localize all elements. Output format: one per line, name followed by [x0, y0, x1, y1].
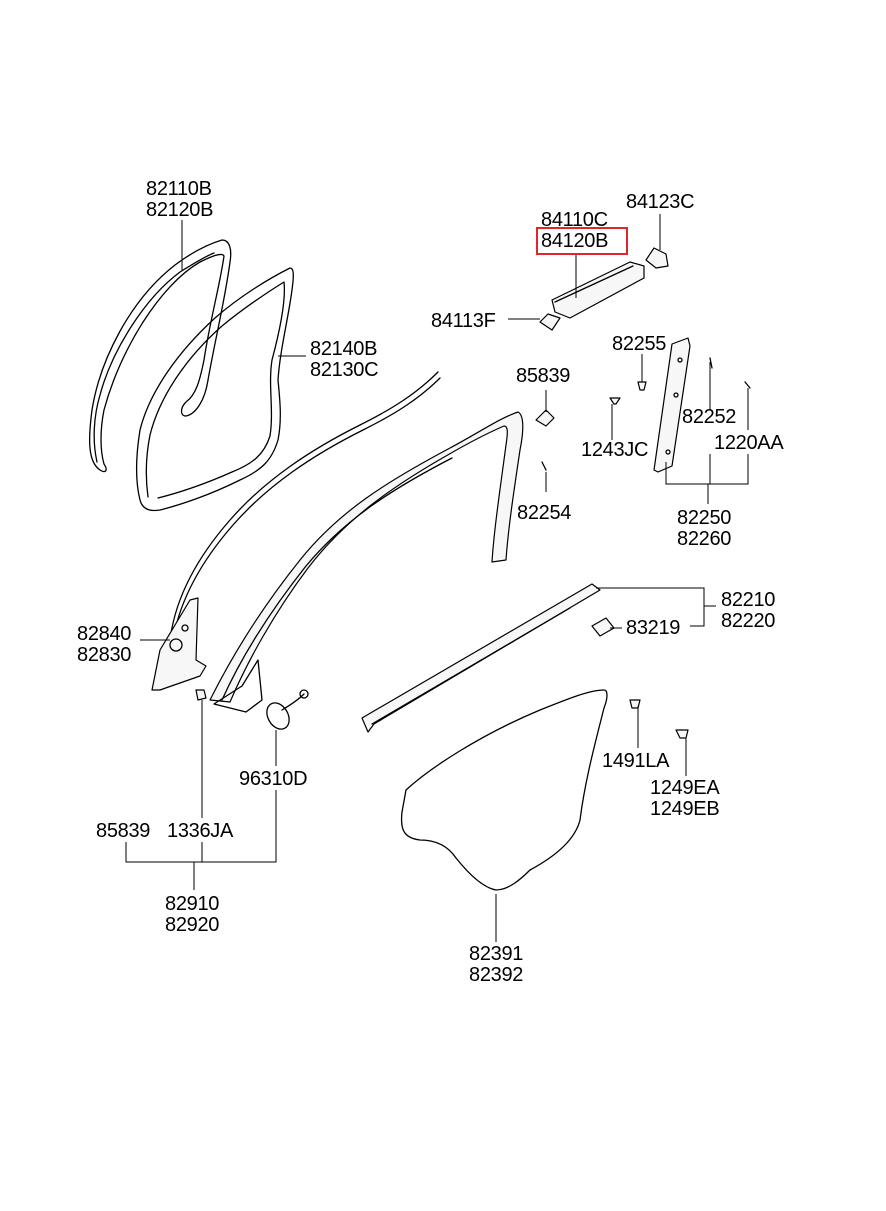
part-number: 82250 [677, 507, 732, 529]
part-number: 82252 [682, 406, 737, 428]
label-screw-b[interactable]: 1220AA [714, 432, 784, 454]
part-number: 1243JC [581, 439, 649, 461]
part-number: 82840 [77, 623, 132, 645]
part-number: 84123C [626, 191, 695, 213]
part-number: 85839 [516, 365, 571, 387]
belt-moulding[interactable] [361, 583, 601, 733]
pillar-trim[interactable] [653, 337, 691, 473]
label-clip-lower[interactable]: 85839 [96, 821, 150, 842]
part-number: 82260 [677, 528, 732, 550]
label-clip-a[interactable]: 82255 [612, 334, 666, 355]
part-number: 83219 [626, 617, 681, 639]
label-moulding-main[interactable]: 84110C [541, 210, 608, 231]
label-moulding-selected[interactable]: 84120B [541, 231, 608, 252]
part-number: 82830 [77, 644, 132, 666]
part-number: 1220AA [714, 432, 784, 454]
label-clip-b[interactable]: 82252 [682, 407, 736, 428]
label-channel-assy[interactable]: 82910 82920 [165, 894, 219, 936]
part-number: 1249EB [650, 798, 720, 820]
vapor-barrier[interactable] [400, 689, 608, 891]
fasteners[interactable] [195, 357, 751, 739]
part-number: 82920 [165, 914, 220, 936]
part-number: 85839 [96, 820, 151, 842]
part-number: 82120B [146, 199, 214, 221]
delta-cover[interactable] [151, 597, 207, 691]
part-number: 82391 [469, 943, 524, 965]
opening-weatherstrip[interactable] [135, 267, 294, 512]
part-number: 82254 [517, 502, 572, 524]
label-belt-clip[interactable]: 83219 [626, 618, 680, 639]
part-number: 82140B [310, 338, 378, 360]
part-number: 96310D [239, 768, 308, 790]
part-number: 82910 [165, 893, 220, 915]
part-number: 1249EA [650, 777, 720, 799]
label-bolt[interactable]: 1249EA 1249EB [650, 777, 720, 820]
label-moulding-end[interactable]: 84113F [431, 311, 496, 332]
part-number: 1336JA [167, 820, 234, 842]
part-number: 84113F [431, 310, 496, 332]
leader-lines [125, 214, 749, 942]
label-weatherstrip-door[interactable]: 82110B 82120B [146, 179, 213, 221]
belt-clip[interactable] [591, 617, 615, 637]
part-number: 82255 [612, 333, 667, 355]
part-number: 84120B [541, 230, 609, 252]
label-belt-moulding[interactable]: 82210 82220 [721, 590, 775, 632]
label-screw-lower[interactable]: 1336JA [167, 821, 233, 842]
selected-part-highlight [536, 227, 628, 255]
speaker[interactable] [262, 689, 309, 733]
label-weatherstrip-opening[interactable]: 82140B 82130C [310, 338, 379, 381]
part-number: 82210 [721, 589, 776, 611]
roof-moulding[interactable] [539, 247, 669, 331]
part-number: 84110C [541, 209, 608, 231]
frame-moulding[interactable] [169, 371, 441, 646]
part-number: 82110B [146, 178, 212, 200]
label-pillar-trim[interactable]: 82250 82260 [677, 508, 731, 550]
label-clip-c[interactable]: 82254 [517, 503, 571, 524]
label-speaker[interactable]: 96310D [239, 768, 308, 790]
window-channel[interactable] [209, 411, 524, 713]
door-weatherstrip[interactable] [88, 239, 232, 473]
part-number: 82130C [310, 359, 379, 381]
label-vapor-barrier[interactable]: 82391 82392 [469, 944, 523, 986]
label-moulding-cap[interactable]: 84123C [626, 191, 695, 213]
label-clip-upper[interactable]: 85839 [516, 366, 570, 387]
label-screw-a[interactable]: 1243JC [581, 440, 648, 461]
label-delta-cover[interactable]: 82840 82830 [77, 624, 131, 666]
label-grommet[interactable]: 1491LA [602, 751, 669, 772]
part-number: 82392 [469, 964, 524, 986]
part-number: 1491LA [602, 750, 670, 772]
part-number: 82220 [721, 610, 776, 632]
